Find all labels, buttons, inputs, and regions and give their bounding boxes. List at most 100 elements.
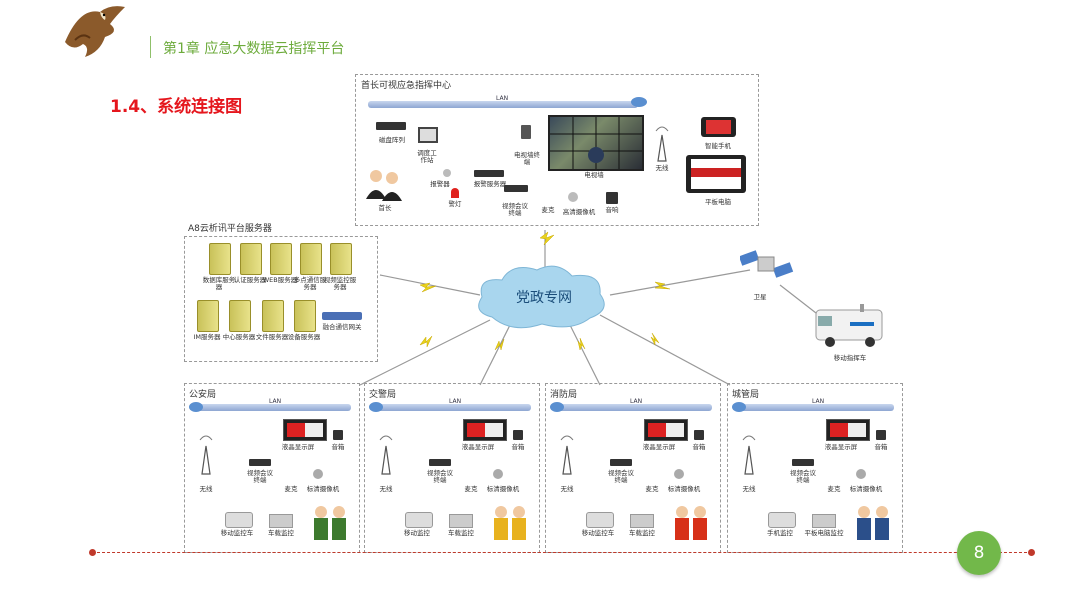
label-leader: 首长 xyxy=(378,204,392,212)
page-number: 8 xyxy=(957,531,1001,575)
label-hd-camera: 高清摄像机 xyxy=(562,208,596,216)
server-label: 设备服务器 xyxy=(287,333,321,341)
footer-dot-right xyxy=(1028,549,1035,556)
video-conf-terminal-icon xyxy=(429,459,451,466)
personnel-icon xyxy=(309,502,353,542)
speaker-icon xyxy=(606,192,618,204)
lan-label: LAN xyxy=(812,398,825,405)
label-camera: 标清摄像机 xyxy=(306,485,340,493)
video-conf-terminal-icon xyxy=(504,185,528,192)
label-alarm-server: 报警服务器 xyxy=(473,180,507,188)
label-field-b: 车载监控 xyxy=(448,529,474,537)
server-label: IM服务器 xyxy=(193,333,221,341)
label-speaker: 音响 xyxy=(605,206,619,214)
video-conf-terminal-icon xyxy=(792,459,814,466)
command-center-title: 首长可视应急指挥中心 xyxy=(361,81,452,91)
server-icon xyxy=(300,243,322,275)
field-unit-icon xyxy=(812,514,836,528)
server-label: 中心服务器 xyxy=(222,333,256,341)
label-video-conf-terminal: 视频会议终端 xyxy=(502,202,528,218)
label-field-b: 车载监控 xyxy=(268,529,294,537)
label-field-b: 车载监控 xyxy=(629,529,655,537)
label-speaker: 音箱 xyxy=(692,443,706,451)
label-wireless: 无线 xyxy=(560,485,574,493)
tv-wall-image xyxy=(548,115,644,171)
label-video-conf: 视频会议终端 xyxy=(247,469,273,485)
router-icon xyxy=(732,402,746,412)
command-center-box: 首长可视应急指挥中心 LAN 磁盘阵列 调度工作站 首长 报警器 警灯 报警服务… xyxy=(355,74,759,226)
branch-title: 消防局 xyxy=(550,390,578,400)
alarm-light-icon xyxy=(451,188,459,198)
lcd-screen-icon xyxy=(644,419,688,441)
server-platform-box: A8云析讯平台服务器 xyxy=(184,224,378,362)
branch-box: 消防局 LAN 液晶显示屏 音箱 视频会议终端 麦克 标清摄像机 无线 移动监控… xyxy=(545,383,721,553)
branch-title: 交警局 xyxy=(369,390,397,400)
label-wireless: 无线 xyxy=(742,485,756,493)
camera-icon xyxy=(313,469,323,479)
speaker-icon xyxy=(694,430,704,440)
lan-bar xyxy=(734,404,894,411)
cloud-label: 党政专网 xyxy=(516,290,572,306)
lightning-icon xyxy=(654,281,671,290)
speaker-icon xyxy=(513,430,523,440)
server-platform-title: A8云析讯平台服务器 xyxy=(188,224,272,234)
footer-dot-left xyxy=(89,549,96,556)
tv-wall-terminal-icon xyxy=(521,125,531,139)
router-icon xyxy=(189,402,203,412)
field-unit-icon xyxy=(586,512,614,528)
server-icon xyxy=(197,300,219,332)
label-tablet: 平板电脑 xyxy=(705,198,731,206)
label-alarm-light: 警灯 xyxy=(448,200,462,208)
label-camera: 标清摄像机 xyxy=(486,485,520,493)
camera-icon xyxy=(856,469,866,479)
wireless-tower-icon xyxy=(560,432,574,476)
field-unit-icon xyxy=(449,514,473,528)
chapter-title: 第1章 应急大数据云指挥平台 xyxy=(163,41,345,57)
server-icon xyxy=(209,243,231,275)
label-camera: 标清摄像机 xyxy=(667,485,701,493)
lan-label: LAN xyxy=(630,398,643,405)
branch-box: 交警局 LAN 液晶显示屏 音箱 视频会议终端 麦克 标清摄像机 无线 移动监控… xyxy=(364,383,540,553)
router-icon xyxy=(369,402,383,412)
satellite-label: 卫星 xyxy=(753,293,767,301)
lightning-icon xyxy=(419,282,437,293)
server-icon xyxy=(262,300,284,332)
speaker-icon xyxy=(333,430,343,440)
camera-icon xyxy=(674,469,684,479)
tablet-image xyxy=(686,155,746,193)
label-tv-wall-terminal: 电视墙终端 xyxy=(514,151,540,167)
section-title: 1.4、系统连接图 xyxy=(110,97,243,117)
router-icon xyxy=(631,97,647,107)
label-lcd: 液晶显示屏 xyxy=(281,443,315,451)
server-label: 文件服务器 xyxy=(255,333,289,341)
server-label: WEB服务器 xyxy=(262,276,298,284)
alarm-icon xyxy=(443,169,451,177)
personnel-icon xyxy=(489,502,533,542)
server-label: 多点通信服务器 xyxy=(293,276,327,292)
lightning-icon xyxy=(577,337,586,351)
wireless-tower-icon xyxy=(379,432,393,476)
label-mic: 麦克 xyxy=(464,485,478,493)
cloud-icon xyxy=(472,262,612,332)
label-dispatch-workstation: 调度工作站 xyxy=(417,149,437,165)
branch-title: 公安局 xyxy=(189,390,217,400)
field-unit-icon xyxy=(269,514,293,528)
workstation-icon xyxy=(418,127,438,143)
label-disk-array: 磁盘阵列 xyxy=(379,136,405,144)
hd-camera-icon xyxy=(568,192,578,202)
server-icon xyxy=(270,243,292,275)
label-field-a: 移动监控车 xyxy=(220,529,254,537)
video-conf-terminal-icon xyxy=(610,459,632,466)
server-icon xyxy=(240,243,262,275)
disk-array-icon xyxy=(376,122,406,130)
server-icon xyxy=(294,300,316,332)
video-conf-terminal-icon xyxy=(249,459,271,466)
lan-bar xyxy=(191,404,351,411)
wireless-tower-icon xyxy=(742,432,756,476)
smartphone-image xyxy=(701,117,736,137)
personnel-icon xyxy=(852,502,896,542)
branch-box: 公安局 LAN 液晶显示屏 音箱 视频会议终端 麦克 标清摄像机 无线 移动监控… xyxy=(184,383,360,553)
label-field-a: 手机监控 xyxy=(767,529,793,537)
label-alarm: 报警器 xyxy=(430,180,450,188)
field-unit-icon xyxy=(405,512,433,528)
